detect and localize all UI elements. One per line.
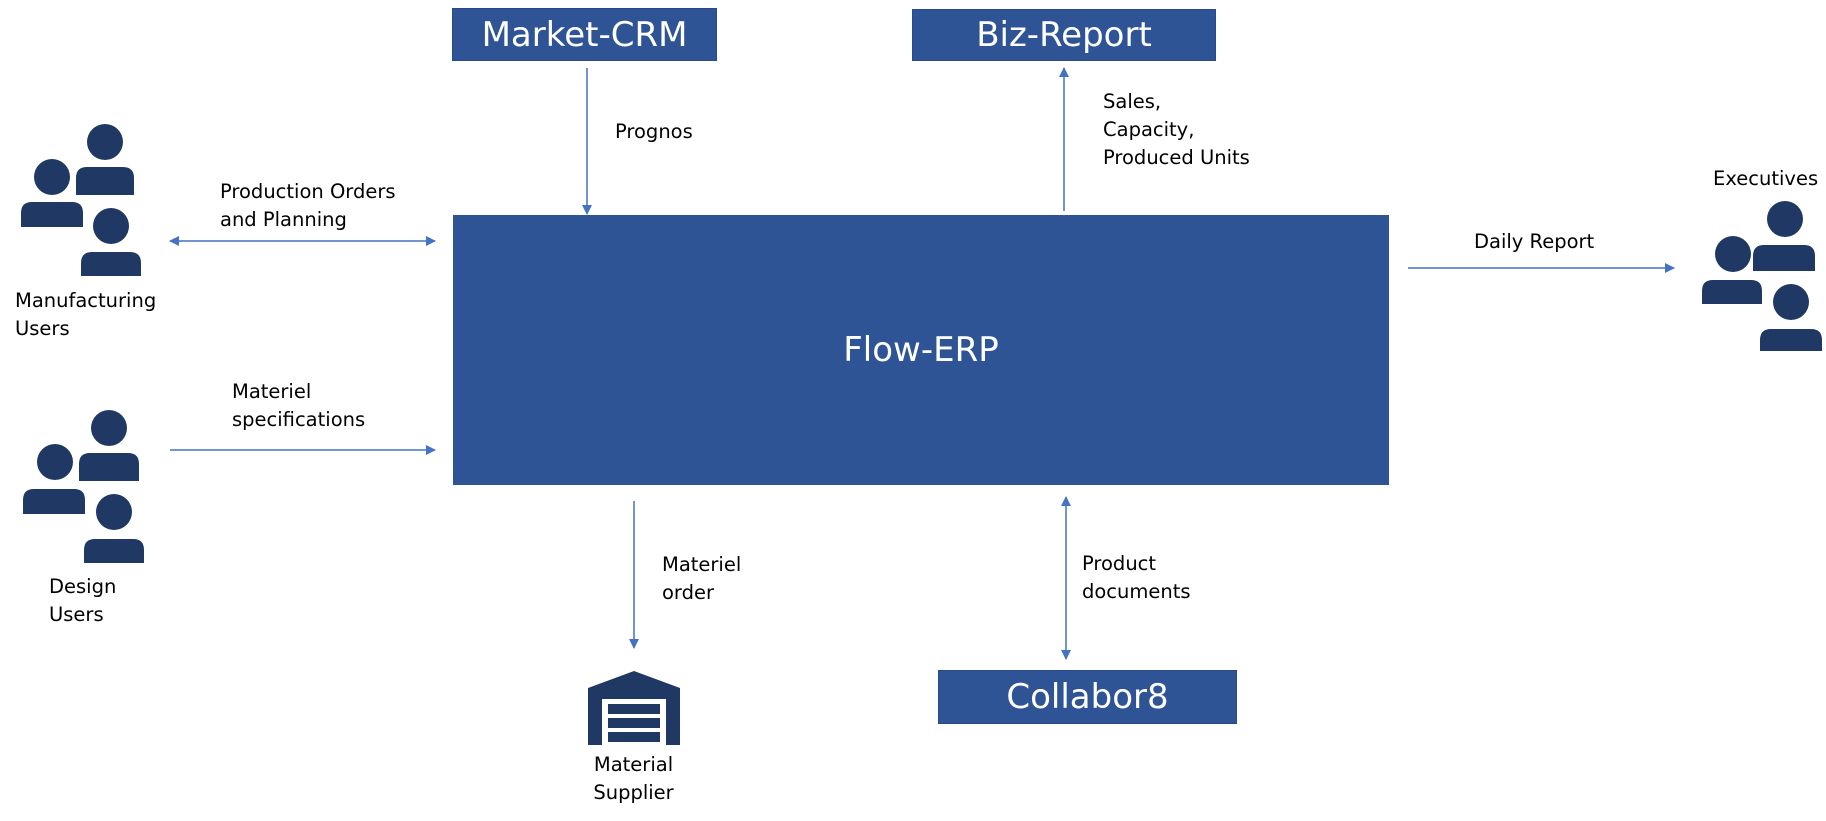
market-crm-label: Market-CRM bbox=[481, 14, 688, 55]
daily-report-text: Daily Report bbox=[1474, 230, 1595, 253]
flow-erp-label: Flow-ERP bbox=[843, 330, 999, 370]
flow-line: Materiel bbox=[232, 380, 312, 403]
materiel-order-label: Materiel order bbox=[662, 551, 741, 607]
manufacturing-users-icon bbox=[21, 124, 141, 276]
prognos-label: Prognos bbox=[615, 118, 693, 146]
actor-line: Manufacturing bbox=[15, 289, 157, 312]
biz-report-flow-label: Sales, Capacity, Produced Units bbox=[1103, 88, 1250, 172]
actor-line: Users bbox=[49, 603, 104, 626]
actor-line: Design bbox=[49, 575, 117, 598]
flow-line: documents bbox=[1082, 580, 1191, 603]
production-orders-label: Production Orders and Planning bbox=[220, 178, 396, 234]
flow-line: Capacity, bbox=[1103, 118, 1195, 141]
flow-line: order bbox=[662, 581, 714, 604]
warehouse-icon bbox=[588, 671, 680, 745]
collabor8-box: Collabor8 bbox=[938, 670, 1237, 724]
actor-line: Supplier bbox=[593, 781, 674, 804]
material-supplier-label: Material Supplier bbox=[586, 751, 681, 807]
prognos-text: Prognos bbox=[615, 120, 693, 143]
materiel-specifications-label: Materiel specifications bbox=[232, 378, 365, 434]
flow-erp-box: Flow-ERP bbox=[453, 215, 1389, 485]
executives-label: Executives bbox=[1713, 165, 1818, 193]
manufacturing-users-label: Manufacturing Users bbox=[15, 287, 156, 343]
flow-line: and Planning bbox=[220, 208, 347, 231]
flow-line: specifications bbox=[232, 408, 366, 431]
biz-report-label: Biz-Report bbox=[976, 15, 1152, 55]
flow-line: Product bbox=[1082, 552, 1157, 575]
collabor8-label: Collabor8 bbox=[1006, 677, 1169, 717]
design-users-icon bbox=[23, 410, 144, 563]
design-users-label: Design Users bbox=[49, 573, 116, 629]
flow-line: Materiel bbox=[662, 553, 742, 576]
actor-line: Material bbox=[593, 753, 674, 776]
flow-line: Production Orders bbox=[220, 180, 396, 203]
market-crm-box: Market-CRM bbox=[452, 8, 717, 61]
actor-line: Executives bbox=[1713, 167, 1819, 190]
biz-report-box: Biz-Report bbox=[912, 9, 1216, 61]
executives-icon bbox=[1702, 201, 1822, 351]
product-documents-label: Product documents bbox=[1082, 550, 1191, 606]
actor-line: Users bbox=[15, 317, 70, 340]
daily-report-label: Daily Report bbox=[1474, 228, 1594, 256]
flow-line: Produced Units bbox=[1103, 146, 1250, 169]
flow-line: Sales, bbox=[1103, 90, 1162, 113]
